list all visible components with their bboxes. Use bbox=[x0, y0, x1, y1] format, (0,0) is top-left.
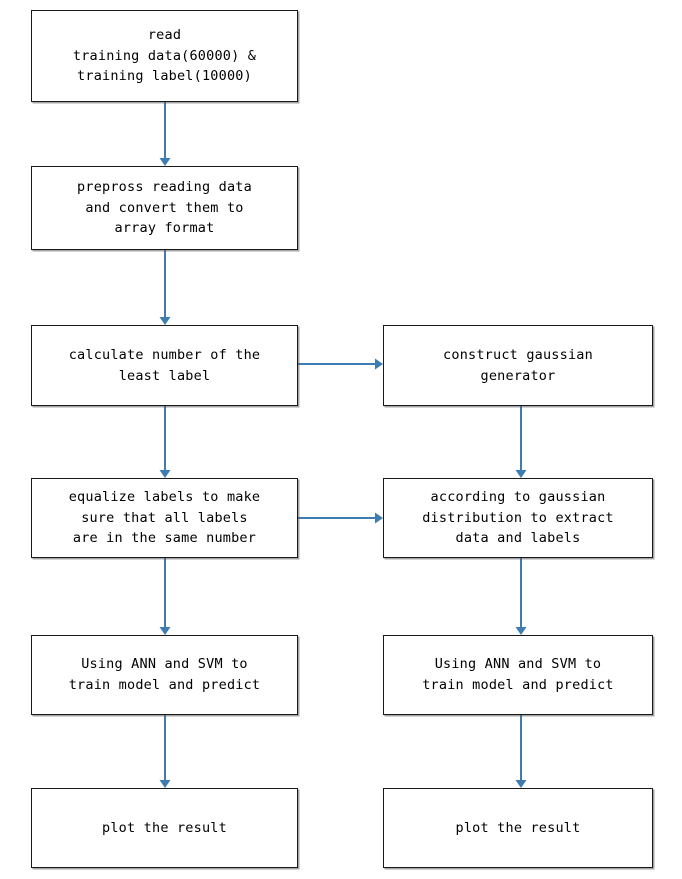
flowchart-node-equalize-labels: equalize labels to make sure that all la… bbox=[31, 478, 298, 558]
connector-arrow bbox=[284, 504, 397, 532]
connector-arrow bbox=[507, 701, 535, 802]
node-label: prepross reading data and convert them t… bbox=[77, 178, 252, 237]
flowchart-node-train-left: Using ANN and SVM to train model and pre… bbox=[31, 635, 298, 715]
node-label: plot the result bbox=[102, 819, 227, 836]
node-label: Using ANN and SVM to train model and pre… bbox=[68, 656, 261, 693]
node-label: Using ANN and SVM to train model and pre… bbox=[422, 656, 614, 693]
flowchart-node-construct-gaussian-generator: construct gaussian generator bbox=[383, 325, 653, 406]
flowchart-node-gaussian-extract: according to gaussian distribution to ex… bbox=[383, 478, 653, 558]
connector-arrow bbox=[151, 392, 179, 492]
node-label: calculate number of the least label bbox=[68, 346, 261, 384]
flowchart-node-read-data: read training data(60000) & training lab… bbox=[31, 10, 298, 102]
flowchart-node-plot-left: plot the result bbox=[31, 788, 298, 868]
node-label: construct gaussian generator bbox=[443, 346, 593, 384]
connector-arrow bbox=[507, 544, 535, 649]
flowchart-node-train-right: Using ANN and SVM to train model and pre… bbox=[383, 635, 653, 715]
connector-arrow bbox=[151, 544, 179, 649]
flowchart-node-preprocess: prepross reading data and convert them t… bbox=[31, 166, 298, 250]
connector-arrow bbox=[284, 350, 397, 378]
node-label: according to gaussian distribution to ex… bbox=[422, 488, 614, 547]
flowchart-node-calculate-least-label: calculate number of the least label bbox=[31, 325, 298, 406]
connector-arrow bbox=[151, 701, 179, 802]
flowchart-node-plot-right: plot the result bbox=[383, 788, 653, 868]
connector-arrow bbox=[151, 236, 179, 339]
node-label: equalize labels to make sure that all la… bbox=[68, 488, 261, 547]
node-label: plot the result bbox=[455, 819, 581, 836]
connector-arrow bbox=[507, 392, 535, 492]
node-label: read training data(60000) & training lab… bbox=[72, 26, 257, 85]
